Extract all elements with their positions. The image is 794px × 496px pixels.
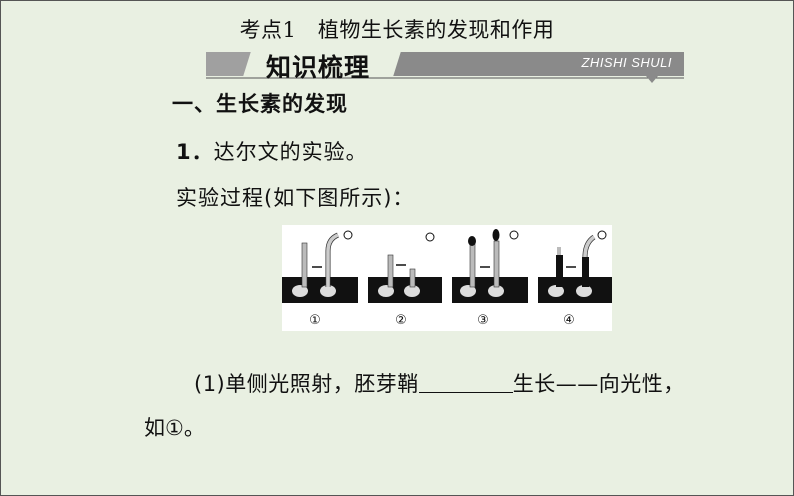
caption-1: ① xyxy=(309,313,321,328)
caption-4: ④ xyxy=(563,313,575,328)
banner-subtitle: ZHISHI SHULI xyxy=(581,55,672,70)
question-tail: 生长——向光性， xyxy=(512,372,685,396)
item-1-text: 达尔文的实验。 xyxy=(213,140,368,164)
item-1-number: 1． xyxy=(176,140,214,164)
section-heading: 一、生长素的发现 xyxy=(172,92,348,116)
question-lead: (1)单侧光照射，胚芽鞘 xyxy=(194,372,419,396)
page-title: 考点1 植物生长素的发现和作用 xyxy=(239,18,555,42)
section-banner: 知识梳理 ZHISHI SHULI xyxy=(206,46,684,84)
item-1: 1．达尔文的实验。 xyxy=(176,136,368,166)
process-text: 实验过程(如下图所示)： xyxy=(176,186,415,210)
experiment-illustration xyxy=(282,229,612,303)
experiment-figure: ① ② ③ ④ xyxy=(282,225,612,331)
question-1-line2: 如①。 xyxy=(144,416,205,440)
banner-shape xyxy=(206,48,684,83)
caption-3: ③ xyxy=(477,313,489,328)
answer-blank[interactable] xyxy=(418,372,513,393)
banner-label: 知识梳理 xyxy=(266,53,371,82)
question-1: (1)单侧光照射，胚芽鞘 生长——向光性， xyxy=(194,368,685,398)
caption-2: ② xyxy=(395,313,407,328)
